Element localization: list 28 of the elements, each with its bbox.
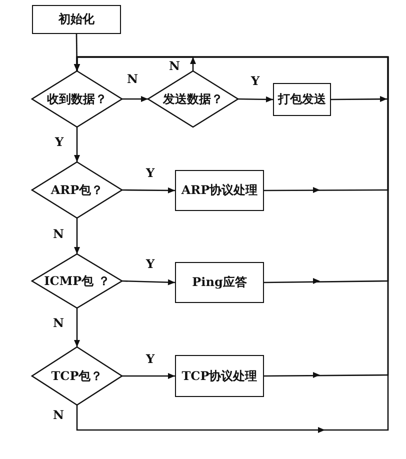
edge-label: N bbox=[126, 73, 139, 86]
decision-diamond: ICMP包 ？ bbox=[32, 254, 122, 308]
arrow bbox=[74, 308, 80, 347]
edge-label: N bbox=[52, 228, 65, 241]
edge-label: Y bbox=[250, 75, 261, 88]
arrow bbox=[122, 96, 148, 102]
arrow bbox=[122, 279, 176, 286]
decision-diamond: TCP包？ bbox=[32, 347, 122, 405]
edge-label: N bbox=[168, 60, 181, 73]
edge-label: N bbox=[52, 409, 65, 422]
process-box: TCP协议处理 bbox=[175, 355, 264, 397]
process-box: Ping应答 bbox=[175, 262, 264, 303]
edge-label: Y bbox=[54, 136, 65, 149]
arrow bbox=[122, 187, 175, 194]
arrow bbox=[122, 373, 175, 379]
start-box: 初始化 bbox=[32, 5, 121, 34]
edge-label: Y bbox=[145, 167, 156, 180]
edge-label: N bbox=[52, 317, 65, 330]
process-box: 打包发送 bbox=[273, 83, 331, 116]
arrow bbox=[238, 96, 273, 102]
decision-diamond: 发送数据？ bbox=[148, 71, 238, 127]
decision-diamond: 收到数据？ bbox=[32, 71, 122, 127]
edge-label: Y bbox=[145, 258, 156, 271]
process-box: ARP协议处理 bbox=[175, 170, 264, 211]
decision-diamond: ARP包？ bbox=[32, 162, 122, 218]
edge-label: Y bbox=[145, 353, 156, 366]
arrow bbox=[74, 218, 80, 254]
arrow bbox=[74, 127, 80, 162]
